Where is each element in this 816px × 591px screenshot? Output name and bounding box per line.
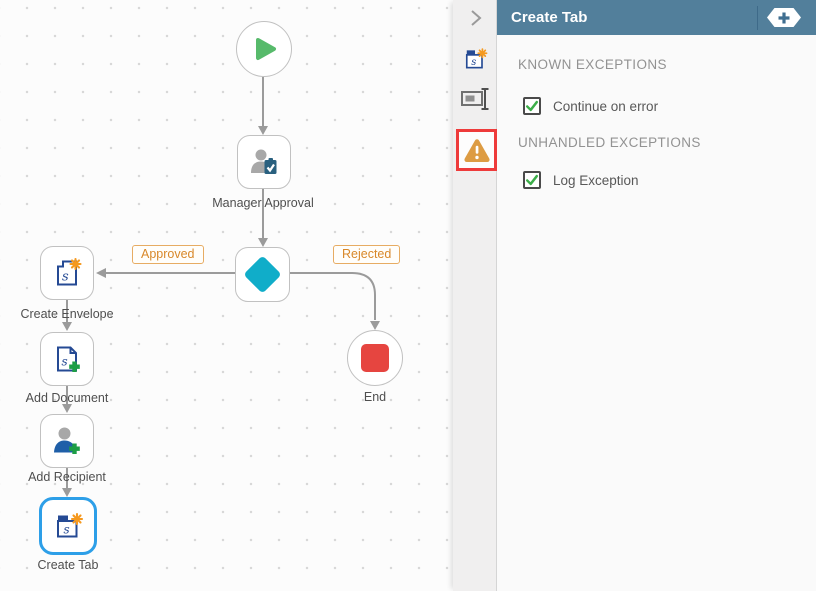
add-button[interactable] <box>767 8 801 27</box>
tab-properties-button[interactable] <box>453 86 497 112</box>
start-node[interactable] <box>236 21 292 77</box>
checkbox-label: Continue on error <box>553 98 659 114</box>
panel-title: Create Tab <box>511 9 588 26</box>
svg-text:s: s <box>62 355 68 369</box>
node-manager-approval[interactable] <box>237 135 291 189</box>
svg-text:s: s <box>64 523 70 537</box>
chevron-right-icon <box>471 10 482 26</box>
workflow-canvas[interactable]: Manager Approval Approved Rejected s Cre… <box>0 0 453 591</box>
checkbox-label: Log Exception <box>553 172 639 188</box>
node-label: Create Envelope <box>20 307 114 321</box>
warning-icon <box>463 139 490 162</box>
branch-label-rejected[interactable]: Rejected <box>333 245 401 264</box>
config-panel: Create Tab KNOWN EXCEPTIONS Continue on … <box>497 0 816 591</box>
node-create-tab[interactable]: s <box>39 497 97 555</box>
check-icon <box>525 100 539 112</box>
node-create-envelope[interactable]: s <box>40 246 94 300</box>
plus-icon <box>778 12 790 23</box>
log-exception-row[interactable]: Log Exception <box>523 171 639 189</box>
continue-on-error-row[interactable]: Continue on error <box>523 97 658 115</box>
node-label: Manager Approval <box>212 196 314 210</box>
collapse-panel-button[interactable] <box>453 7 497 29</box>
section-heading-known-exceptions: KNOWN EXCEPTIONS <box>518 57 667 72</box>
text-field-icon <box>460 88 488 110</box>
tab-exceptions-button-active[interactable] <box>456 129 497 171</box>
tab-settings-button[interactable]: s <box>453 44 497 74</box>
add-document-icon: s <box>57 346 80 372</box>
node-decision[interactable] <box>235 247 290 302</box>
continue-on-error-checkbox[interactable] <box>523 97 541 115</box>
check-icon <box>525 174 539 186</box>
panel-header: Create Tab <box>497 0 816 35</box>
node-label: Add Recipient <box>28 470 106 484</box>
node-add-document[interactable]: s <box>40 332 94 386</box>
decision-diamond-icon <box>243 255 282 294</box>
create-tab-node-icon: s <box>57 512 84 538</box>
end-node[interactable] <box>347 330 403 386</box>
node-label: Add Document <box>25 391 109 405</box>
create-envelope-icon: s <box>57 257 82 286</box>
add-recipient-icon <box>54 427 80 454</box>
branch-label-approved[interactable]: Approved <box>132 245 204 264</box>
create-tab-icon: s <box>465 48 488 69</box>
node-label: End <box>363 390 387 404</box>
svg-text:s: s <box>62 270 69 285</box>
svg-text:s: s <box>471 57 476 68</box>
section-heading-unhandled-exceptions: UNHANDLED EXCEPTIONS <box>518 135 701 150</box>
node-label: Create Tab <box>37 558 99 572</box>
play-icon <box>256 38 276 60</box>
user-approval-icon <box>251 149 277 174</box>
panel-icon-strip: s <box>453 0 497 591</box>
node-add-recipient[interactable] <box>40 414 94 468</box>
stop-icon <box>361 344 389 372</box>
header-divider <box>757 6 758 30</box>
log-exception-checkbox[interactable] <box>523 171 541 189</box>
